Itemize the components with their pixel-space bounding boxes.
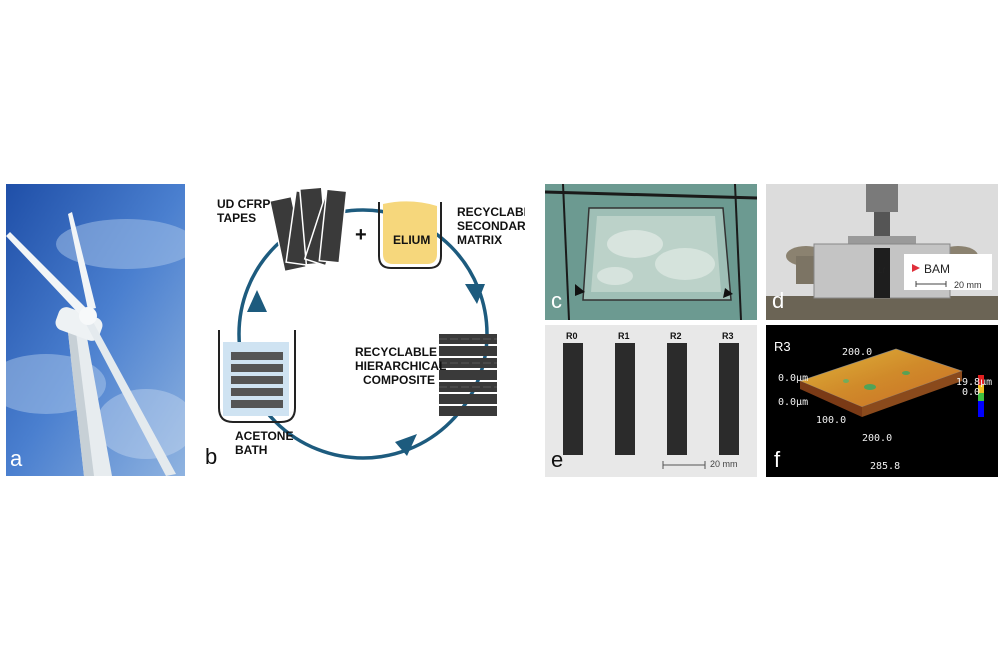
tensile-test-image [766,184,998,320]
scale-bar-label-d: 20 mm [954,280,982,290]
bam-logo-text: BAM [924,262,951,276]
panel-label-e: e [551,447,564,472]
panel-label-a: a [10,446,23,471]
tick-z-max: 19.8μm [956,377,993,388]
label-ud-cfrp-tapes: UD CFRP TAPES [217,197,271,225]
length-dimension-label: Lf [878,266,885,275]
tick-y-zero: 0.0μm [778,373,809,384]
tick-x-200: 200.0 [862,433,893,444]
hierarchical-composite-stack [439,334,497,416]
panel-a-wind-turbine-photo: a [6,184,185,476]
specimen-strip-r2 [667,343,687,455]
label-acetone-bath: ACETONE BATH [235,429,294,457]
tick-x-max: 285.8 [870,461,901,472]
specimen-strip-r3 [719,343,739,455]
specimen-label-r3: R3 [722,331,734,341]
panel-label-f: f [774,447,781,472]
specimen-label-r2: R2 [670,331,682,341]
vacuum-infusion-image [545,184,757,320]
panel-label-c: c [551,288,562,313]
label-recyclable-secondary-matrix: RECYCLABLE SECONDARY MATRIX [457,205,525,247]
panel-label-d: d [772,288,785,313]
tick-x-zero: 0.0μm [778,397,809,408]
specimen-strip-r0 [563,343,583,455]
arrow-head-bottom [395,434,417,456]
surface-3d-plot [799,348,984,417]
cfrp-tapes-stack [268,186,349,273]
recycling-cycle-diagram [218,186,497,460]
plot-title-r3: R3 [774,339,791,354]
panel-f-surface-profile: R3 200.0 0.0μm 0.0μm 19.8μm 0.0 100.0 20… [766,325,998,477]
panel-e-specimens-photo: R0 R1 R2 R3 20 mm e [545,325,757,477]
panel-d-tensile-test-photo: BAM Lf 20 mm d [766,184,998,320]
label-recyclable-hierarchical-composite: RECYCLABLE HIERARCHICAL COMPOSITE [355,345,447,387]
tick-y-max: 200.0 [842,347,873,358]
elium-beaker [378,201,442,269]
panel-b-recycling-diagram: UD CFRP TAPES + ELIUM RECYCLABLE SECONDA… [195,184,525,476]
tick-z-zero: 0.0 [962,387,981,398]
wind-turbine-image [6,184,185,476]
panel-c-infusion-photo: c [545,184,757,320]
arrow-head-right [465,284,485,304]
tick-x-mid: 100.0 [816,415,847,426]
arrow-head-left [247,290,267,312]
scale-bar-e [662,461,706,469]
plus-sign: + [355,224,367,246]
specimen-label-r0: R0 [566,331,578,341]
panel-label-b: b [205,444,218,469]
label-elium: ELIUM [393,233,431,247]
specimen-strip-r1 [615,343,635,455]
scale-bar-label-e: 20 mm [710,459,738,469]
specimen-label-r1: R1 [618,331,630,341]
acetone-bath-beaker [218,330,296,423]
